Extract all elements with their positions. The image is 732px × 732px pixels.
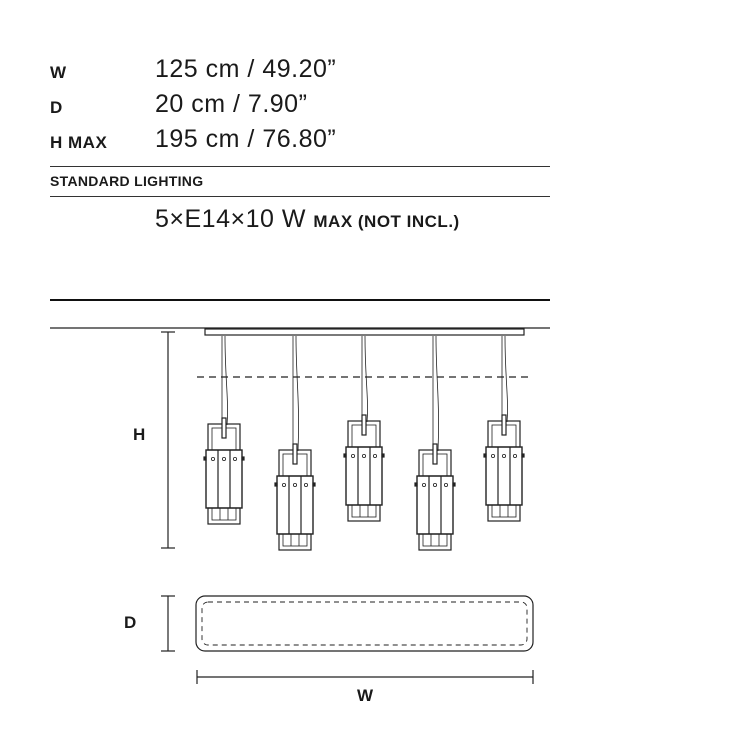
pendants [203, 335, 525, 551]
divider [50, 196, 550, 197]
pendant-lamp [483, 335, 525, 522]
pendant-lamp [203, 335, 245, 525]
spec-value: 125 cm / 49.20” [155, 55, 337, 83]
pendant-lamp [274, 335, 316, 551]
lighting-note: MAX (NOT INCL.) [313, 212, 460, 231]
spec-label: H MAX [50, 133, 108, 152]
pendant-lamp [414, 335, 456, 551]
pendant-lamp [343, 335, 385, 522]
lighting-heading: STANDARD LIGHTING [50, 173, 204, 189]
lighting-bulbs: 5×E14×10 W [155, 205, 306, 233]
depth-label: D [124, 613, 137, 632]
height-dimension [161, 331, 175, 549]
divider [50, 166, 550, 167]
width-dimension [196, 670, 534, 684]
spec-value: 195 cm / 76.80” [155, 125, 337, 153]
lighting-value: 5×E14×10 W MAX (NOT INCL.) [155, 205, 460, 234]
section-divider [50, 299, 550, 301]
spec-value: 20 cm / 7.90” [155, 90, 308, 118]
height-label: H [133, 425, 146, 444]
depth-dimension [161, 595, 175, 652]
spec-label: D [50, 98, 63, 117]
top-view [195, 595, 534, 652]
spec-label: W [50, 63, 67, 82]
width-label: W [357, 686, 374, 705]
ceiling-canopy [204, 328, 525, 336]
